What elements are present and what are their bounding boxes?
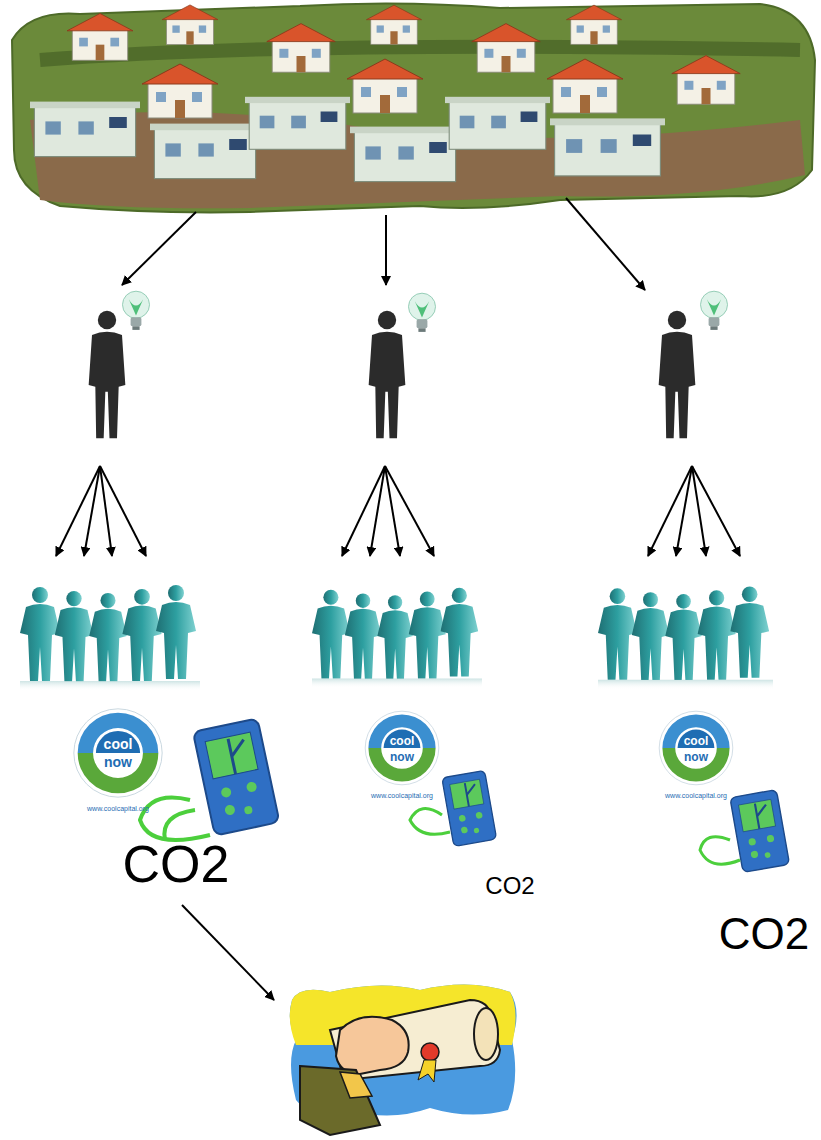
certificate-illustration — [290, 984, 517, 1135]
people-groups — [20, 585, 773, 691]
logo-url: www.coolcapital.org — [371, 792, 433, 799]
meters — [140, 718, 790, 872]
persons — [89, 291, 728, 438]
logo-word: cool — [390, 735, 415, 747]
logo-url: www.coolcapital.org — [665, 792, 727, 799]
arrows — [56, 198, 740, 1000]
houses-illustration — [12, 3, 815, 212]
co2-label: CO2 — [719, 912, 809, 956]
logo-word: cool — [104, 737, 133, 751]
logo-url: www.coolcapital.org — [87, 805, 149, 812]
coolnow-logos — [74, 709, 733, 797]
logo-word: now — [390, 751, 414, 763]
co2-label: CO2 — [123, 838, 230, 890]
logo-word: now — [104, 755, 132, 769]
logo-word: cool — [684, 735, 709, 747]
co2-label: CO2 — [485, 874, 534, 898]
logo-word: now — [684, 751, 708, 763]
